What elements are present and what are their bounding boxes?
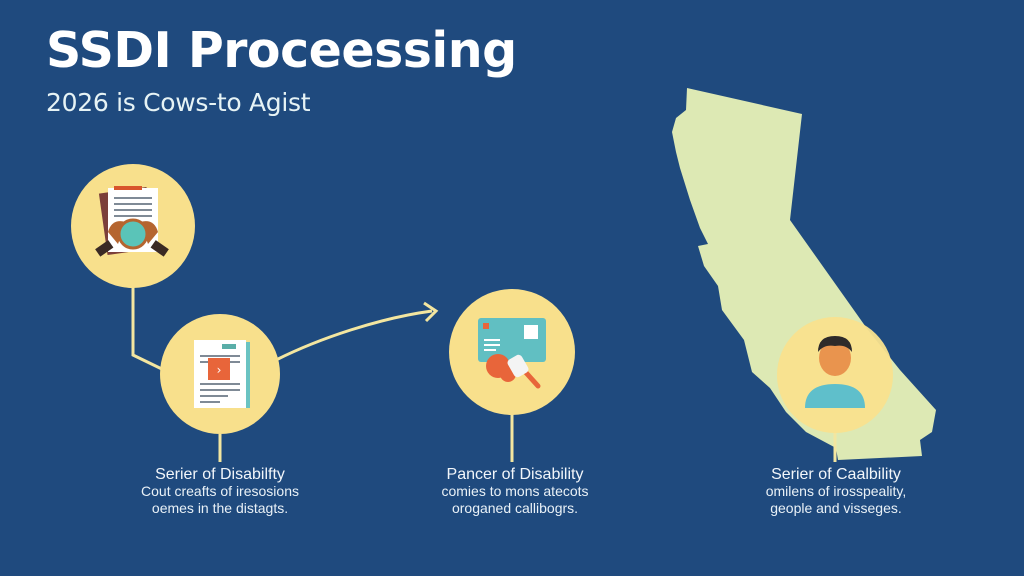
step-3-circle: [449, 289, 575, 415]
step-3-caption-title: Pancer of Disability: [446, 466, 584, 483]
connector-lines: [131, 285, 837, 462]
step-1-circle: [71, 164, 195, 288]
document-hands-globe-icon: [95, 186, 169, 257]
card-stamp-icon: [478, 318, 546, 389]
document-icon: ›: [194, 340, 250, 408]
step-3-caption: Pancer of Disability comies to mons atec…: [385, 466, 645, 517]
step-4-caption-title: Serier of Caalbility: [771, 466, 901, 483]
step-4-circle: [777, 317, 893, 433]
step-2-caption-line-1: Cout creafts of iresosions: [141, 483, 299, 499]
svg-text:›: ›: [217, 363, 222, 377]
step-4-caption-line-2: geople and visseges.: [770, 500, 902, 516]
page-title: SSDI Proceessing: [46, 22, 517, 79]
page-subtitle: 2026 is Cows-to Agist: [46, 88, 311, 117]
step-2-caption-title: Serier of Disabilfty: [155, 466, 285, 483]
step-2-circle: ›: [160, 314, 280, 434]
step-3-caption-line-2: oroganed callibogrs.: [451, 500, 579, 516]
step-2-caption: Serier of Disabilfty Cout creafts of ire…: [90, 466, 350, 517]
step-4-caption-line-1: omilens of irosspeality,: [765, 483, 907, 499]
step-3-caption-line-1: comies to mons atecots: [441, 483, 589, 499]
step-2-caption-line-2: oemes in the distagts.: [151, 500, 289, 516]
step-4-caption: Serier of Caalbility omilens of irosspea…: [706, 466, 966, 517]
person-icon: [805, 336, 865, 408]
